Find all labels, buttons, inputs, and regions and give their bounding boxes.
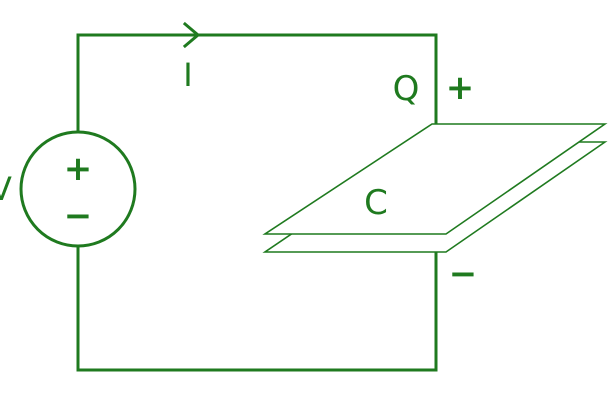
source-label: V: [0, 170, 12, 208]
charge-minus-sign: −: [449, 254, 478, 294]
current-label: I: [183, 56, 192, 94]
charge-label: Q: [393, 69, 420, 109]
wire-left-bottom: [76, 244, 438, 372]
wire-left-top: [76, 33, 438, 170]
current-arrow-icon: [182, 21, 201, 49]
source-plus-sign: +: [64, 149, 93, 189]
voltage-source: [19, 130, 137, 248]
source-minus-sign: −: [64, 196, 93, 236]
capacitor-label: C: [364, 183, 388, 223]
capacitor-top-plate: [262, 123, 608, 235]
charge-plus-sign: +: [446, 68, 475, 108]
